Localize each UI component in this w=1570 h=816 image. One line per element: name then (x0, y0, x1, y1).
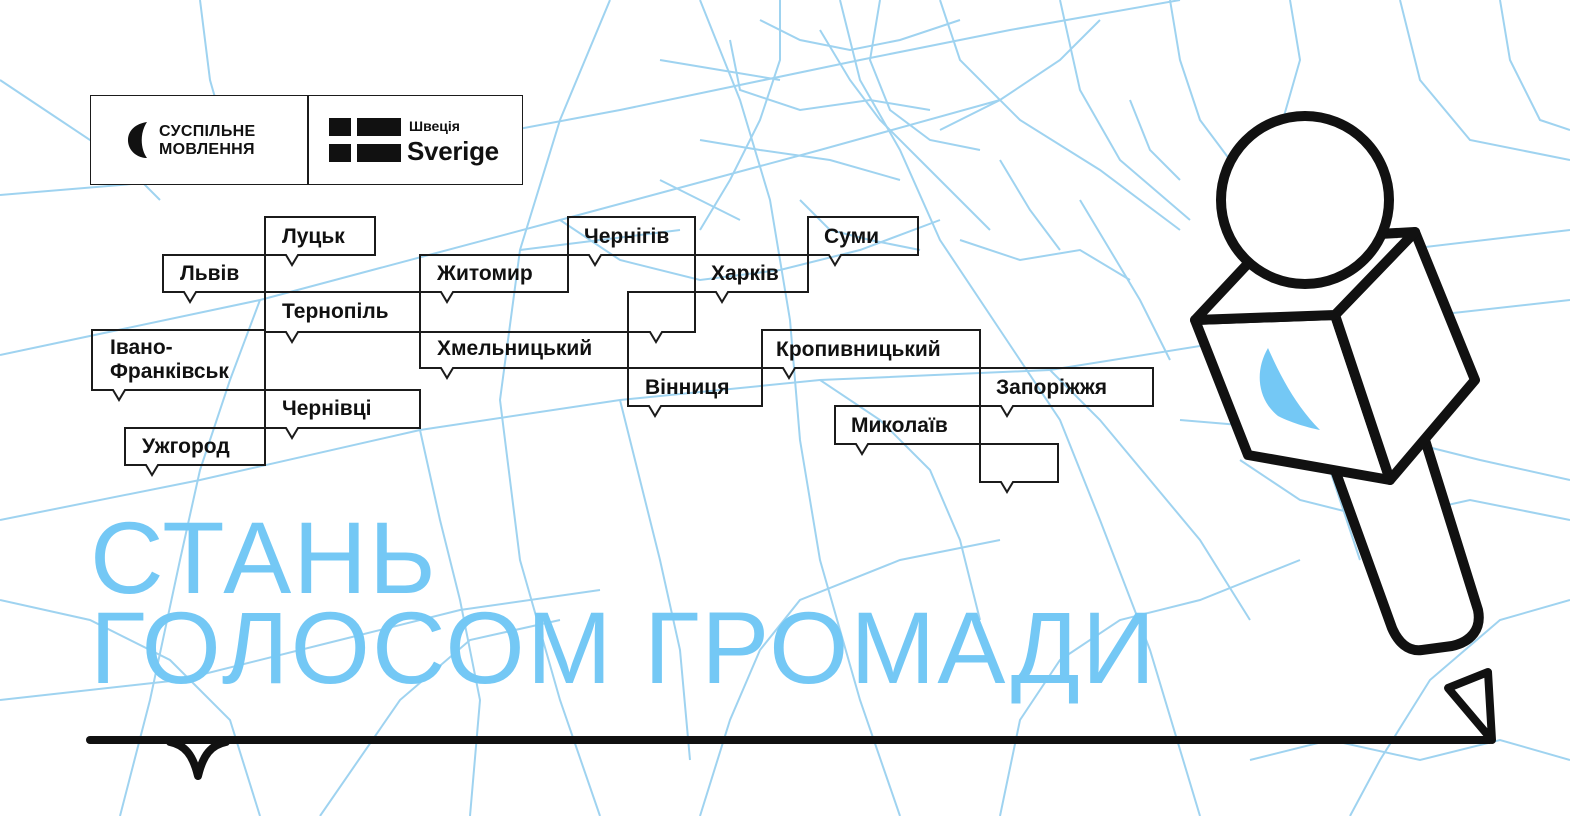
partner-logos: СУСПІЛЬНЕ МОВЛЕННЯ Швеція Sverige (90, 95, 523, 185)
city-chernihiv: Чернігів (584, 225, 670, 248)
frame-sumy (807, 216, 919, 267)
city-lviv: Львів (180, 262, 240, 285)
suspilne-wordmark: СУСПІЛЬНЕ МОВЛЕННЯ (159, 123, 255, 159)
headline-line1: СТАНЬ (90, 501, 438, 615)
city-sumy: Суми (824, 225, 880, 248)
frame-uzhhorod (124, 427, 266, 477)
frame-lviv (162, 254, 266, 304)
suspilne-logo-icon (127, 122, 147, 158)
city-mykolaiv: Миколаїв (851, 414, 948, 437)
city-lutsk: Луцьк (282, 225, 345, 248)
city-kharkiv: Харків (711, 262, 779, 285)
frame-kharkiv (694, 254, 809, 304)
city-ivano-line1: Івано- (110, 336, 173, 359)
frame-vinnytsia (627, 367, 763, 418)
frame-lutsk (264, 216, 376, 267)
frame-chernivtsi (264, 389, 421, 440)
suspilne-line2: МОВЛЕННЯ (159, 141, 255, 158)
frame-khmelnytskyi (419, 331, 629, 380)
suspilne-line1: СУСПІЛЬНЕ (159, 123, 256, 140)
city-zhytomyr: Житомир (437, 262, 533, 285)
sweden-caption: Швеція (409, 118, 460, 134)
city-khmelnytskyi: Хмельницький (437, 337, 593, 360)
frame-ivano (91, 329, 266, 402)
city-chernivtsi: Чернівці (282, 397, 372, 420)
sweden-wordmark: Sverige (407, 136, 499, 166)
microphone-icon (1190, 111, 1484, 656)
city-uzhhorod: Ужгород (142, 435, 230, 458)
city-ternopil: Тернопіль (282, 300, 389, 323)
frame-mykolaiv (834, 405, 981, 456)
city-kropyvnytskyi: Кропивницький (776, 338, 941, 361)
frame-connector (627, 291, 696, 344)
headline-line2: ГОЛОСОМ ГРОМАДИ (90, 591, 1158, 705)
city-ivano-line2: Франківськ (110, 360, 229, 383)
frame-ternopil (264, 291, 421, 344)
logo-divider (307, 96, 309, 184)
city-vinnytsia: Вінниця (645, 376, 730, 399)
frame-zaporizhzhia (979, 367, 1154, 418)
frame-empty (979, 443, 1059, 494)
frame-chernihiv (567, 216, 696, 267)
frame-zhytomyr (419, 254, 569, 304)
city-zaporizhzhia: Запоріжжя (996, 376, 1108, 399)
sweden-flag-icon (329, 118, 401, 162)
mic-logo-mark (1259, 348, 1320, 430)
frame-kropyvnytskyi (761, 329, 981, 380)
